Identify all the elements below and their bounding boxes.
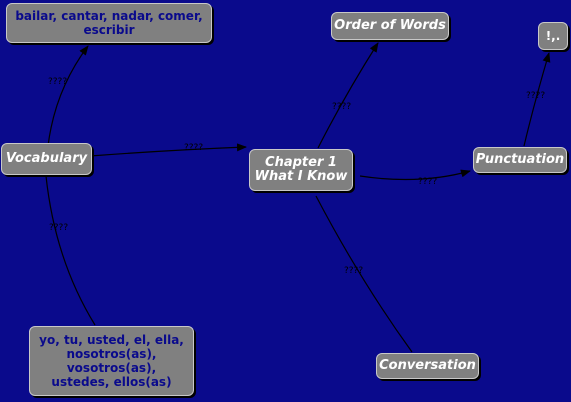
node-punctuation[interactable]: Punctuation <box>473 147 567 173</box>
node-pronouns[interactable]: yo, tu, usted, el, ella, nosotros(as), v… <box>29 326 194 396</box>
node-chapter-1[interactable]: Chapter 1 What I Know <box>249 149 353 191</box>
edge-label-chapter-conversation: ???? <box>344 266 364 276</box>
edge-chapter-to-conversation <box>315 195 413 353</box>
edge-label-chapter-order: ???? <box>332 102 352 112</box>
node-vocabulary[interactable]: Vocabulary <box>1 143 92 175</box>
edge-vocab-to-chapter <box>89 143 247 157</box>
edge-punctuation-to-marks <box>523 52 551 147</box>
edge-label-vocab-pronouns: ???? <box>49 223 69 233</box>
node-punctuation-marks[interactable]: !,. <box>538 22 568 50</box>
edge-label-vocab-chapter: ???? <box>184 143 204 153</box>
edge-label-vocab-verbs: ???? <box>48 77 68 87</box>
edge-chapter-to-order <box>317 42 379 149</box>
node-verbs[interactable]: bailar, cantar, nadar, comer, escribir <box>6 3 212 43</box>
edge-chapter-to-punctuation <box>359 169 471 181</box>
edge-label-chapter-punctuation: ???? <box>418 177 438 187</box>
edge-vocab-to-verbs <box>47 45 89 147</box>
edge-label-punctuation-marks: ???? <box>526 91 546 101</box>
node-conversation[interactable]: Conversation <box>376 353 479 379</box>
edge-vocab-to-pronouns <box>45 175 96 326</box>
node-order-of-words[interactable]: Order of Words <box>331 12 449 40</box>
